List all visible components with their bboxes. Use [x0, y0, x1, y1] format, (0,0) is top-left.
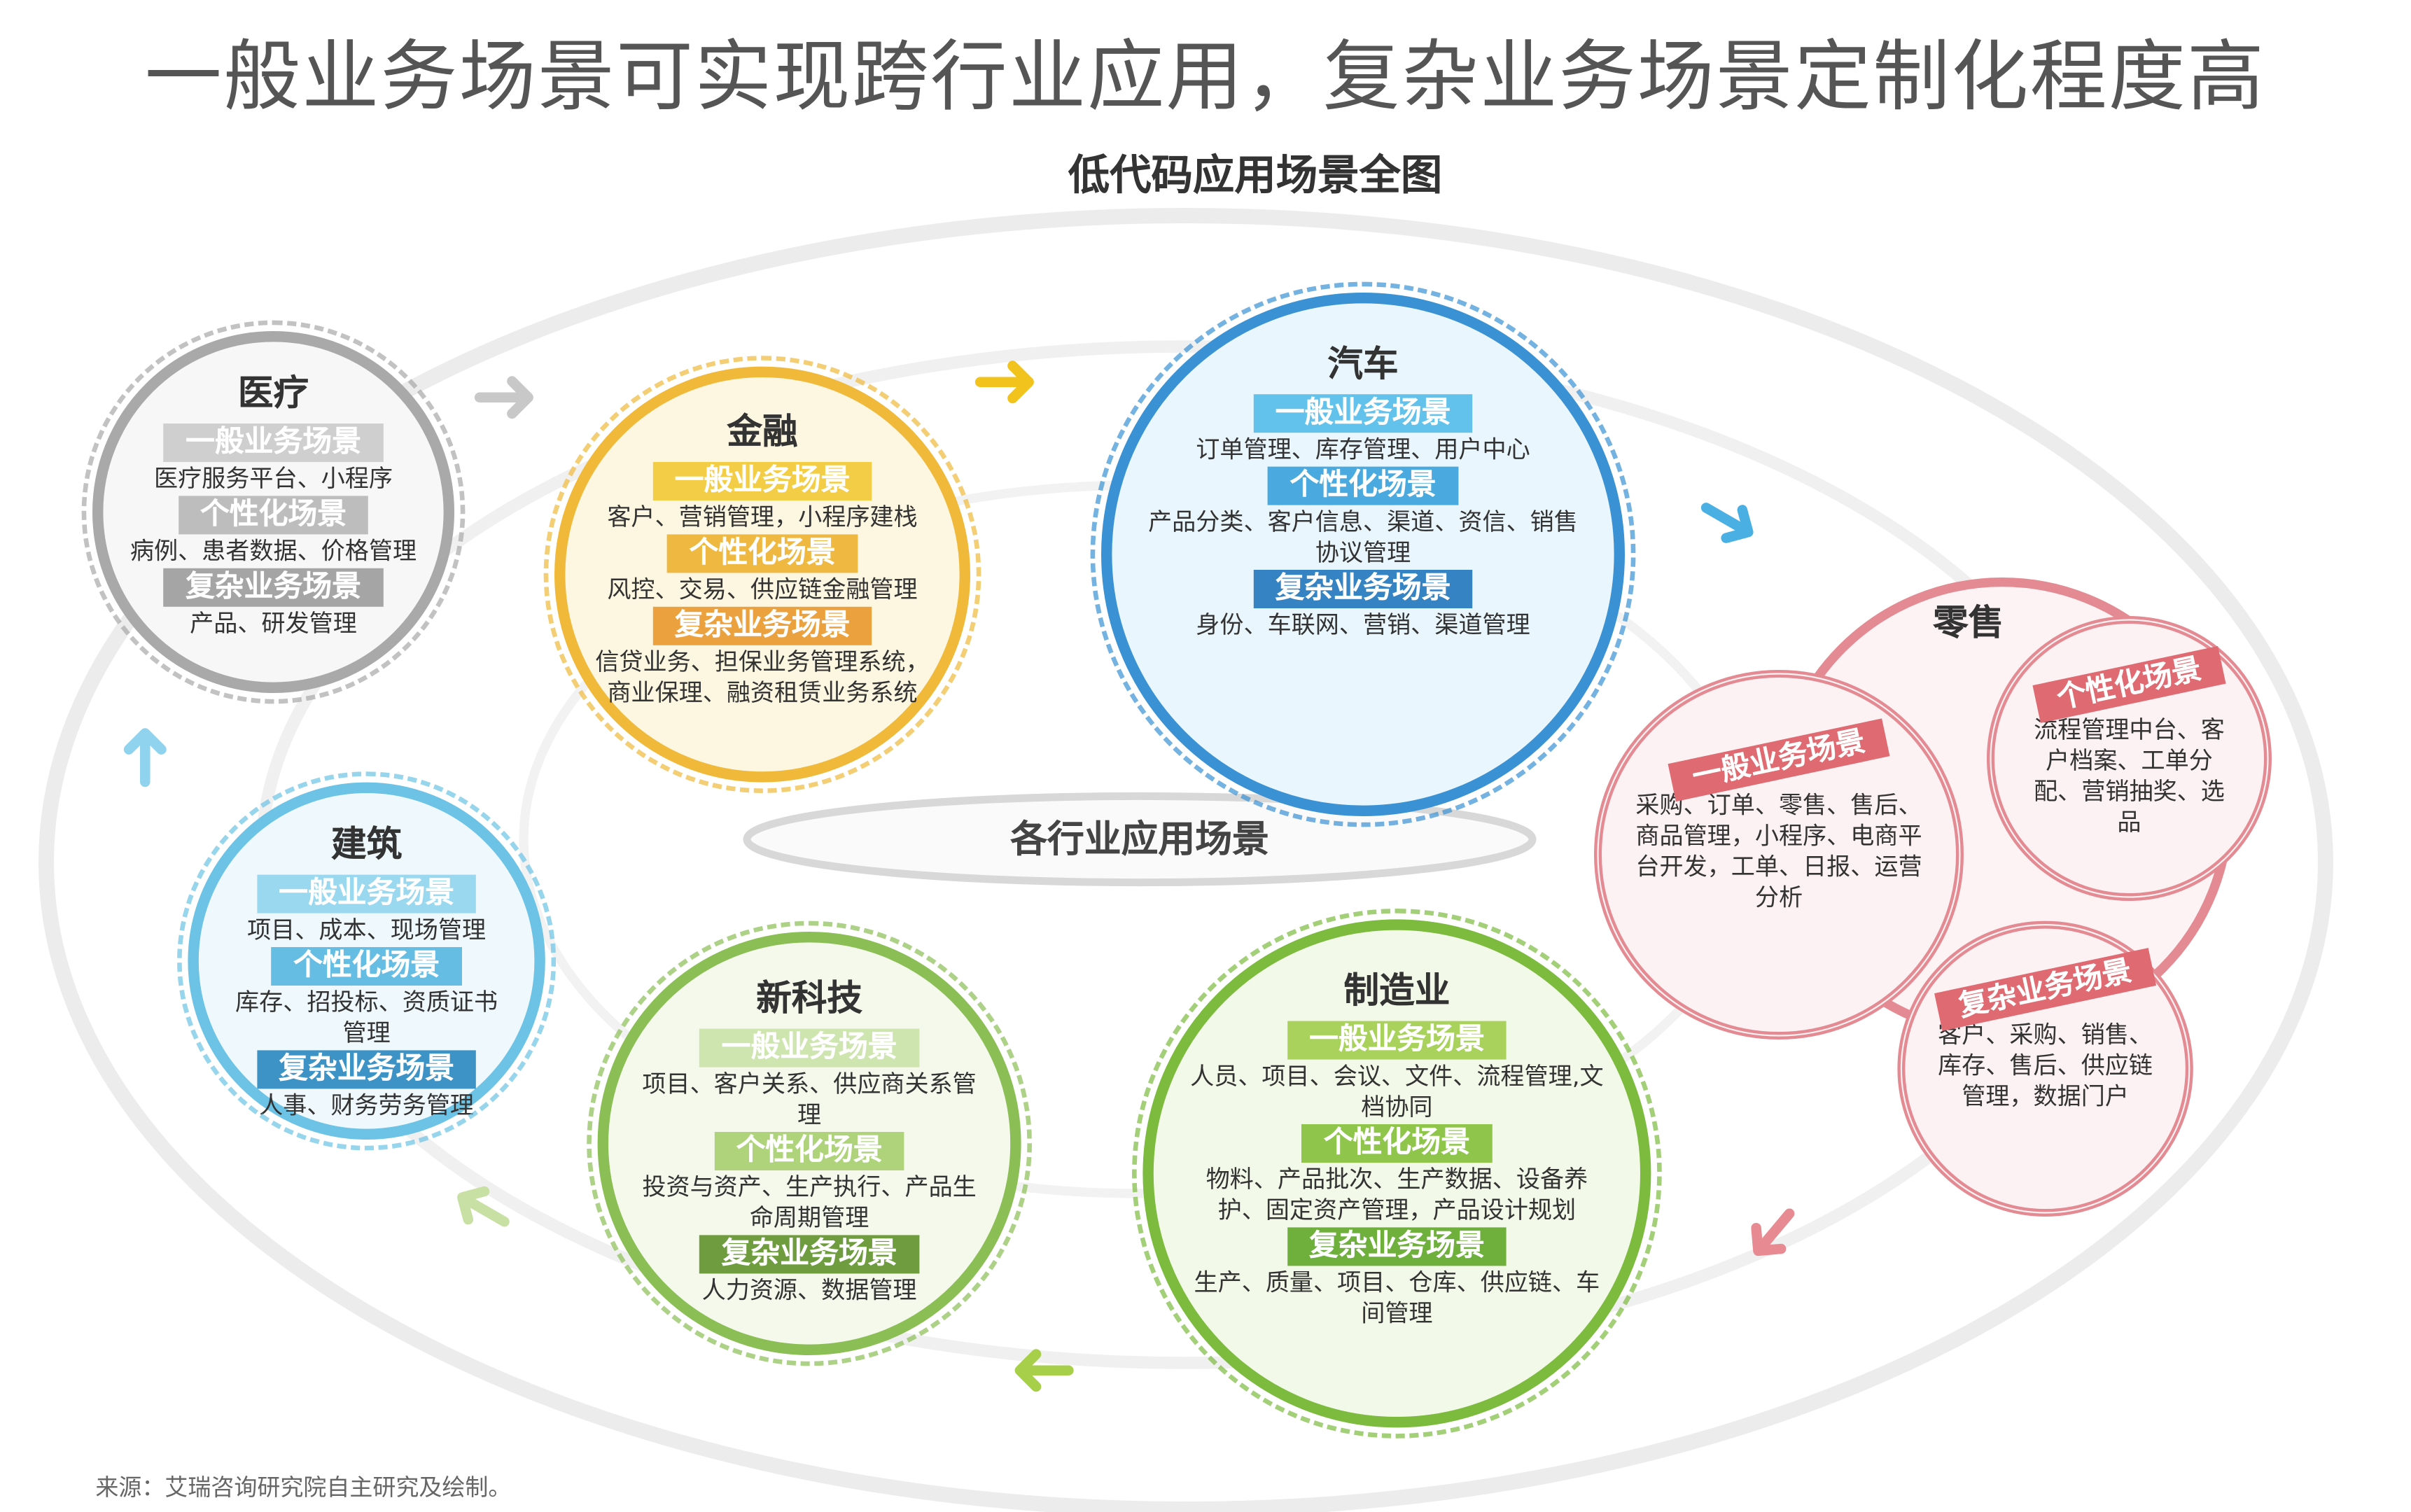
scenario-desc: 采购、订单、零售、售后、商品管理，小程序、电商平台开发，工单、日报、运营分析: [1635, 791, 1922, 912]
scenario-tag: 个性化场景: [2032, 645, 2226, 723]
industry-circle-construction: 建筑一般业务场景项目、成本、现场管理个性化场景库存、招投标、资质证书管理复杂业务…: [177, 771, 557, 1151]
industry-name: 零售: [1933, 603, 2004, 644]
industry-circle-tech: 新科技一般业务场景项目、客户关系、供应商关系管理个性化场景投资与资产、生产执行、…: [587, 920, 1032, 1366]
industry-circle-auto: 汽车一般业务场景订单管理、库存管理、用户中心个性化场景产品分类、客户信息、渠道、…: [1090, 281, 1636, 827]
industry-circle-manufacturing: 制造业一般业务场景人员、项目、会议、文件、流程管理,文档协同个性化场景物料、产品…: [1132, 909, 1662, 1438]
scenario-tag: 一般业务场景: [1668, 718, 1890, 802]
arrow-right-icon: ➜: [470, 346, 540, 444]
scenario-desc: 客户、采购、销售、库存、售后、供应链管理，数据门户: [1938, 1021, 2153, 1111]
industry-circle-medical: 医疗一般业务场景医疗服务平台、小程序个性化场景病例、患者数据、价格管理复杂业务场…: [81, 320, 466, 704]
dashed-ring: [587, 920, 1032, 1366]
dashed-ring: [81, 320, 466, 704]
center-label: 各行业应用场景: [1010, 818, 1269, 861]
retail-subcircle: 一般业务场景采购、订单、零售、售后、商品管理，小程序、电商平台开发，工单、日报、…: [1594, 670, 1964, 1040]
arrow-left-icon: ➜: [1009, 1324, 1079, 1422]
dashed-ring: [1090, 281, 1636, 827]
diagram-subtitle: 低代码应用场景全图: [1068, 152, 1443, 200]
dashed-ring: [543, 356, 981, 793]
dashed-ring: [177, 771, 557, 1151]
arrow-up-icon: ➜: [94, 722, 192, 792]
source-note: 来源：艾瑞咨询研究院自主研究及绘制。: [95, 1474, 512, 1502]
dashed-ring: [1132, 909, 1662, 1438]
industry-circle-finance: 金融一般业务场景客户、营销管理，小程序建栈个性化场景风控、交易、供应链金融管理复…: [543, 356, 981, 793]
scenario-desc: 流程管理中台、客户档案、工单分配、营销抽奖、选品: [2034, 716, 2225, 836]
retail-subcircle: 复杂业务场景客户、采购、销售、库存、售后、供应链管理，数据门户: [1897, 920, 2193, 1217]
scenario-tag: 复杂业务场景: [1934, 948, 2157, 1031]
arrow-right-icon: ➜: [970, 331, 1040, 428]
page-title: 一般业务场景可实现跨行业应用，复杂业务场景定制化程度高: [144, 32, 2266, 122]
retail-subcircle: 个性化场景流程管理中台、客户档案、工单分配、营销抽奖、选品: [1987, 616, 2272, 901]
